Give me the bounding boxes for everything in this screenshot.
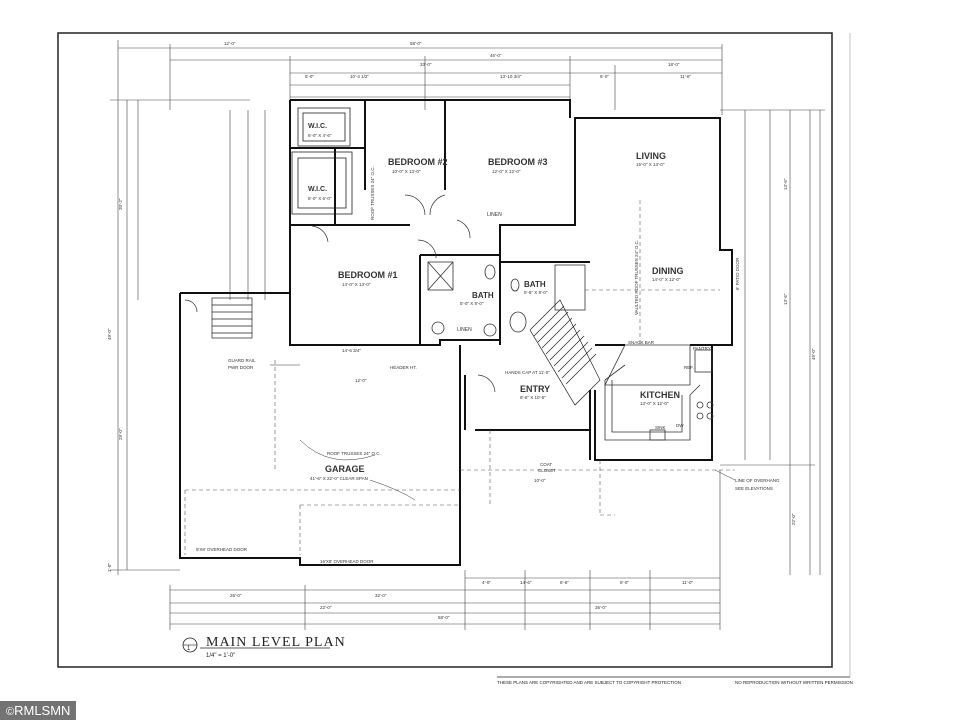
dim-mid-a: 14'-6 3/4" <box>342 348 361 353</box>
dim-left-c: 1'-0" <box>107 563 112 572</box>
door-cap-label: HANDS CAP AT 11'-0" <box>505 370 550 375</box>
snack-bar-label: SNACK BAR <box>628 340 655 345</box>
bottom-dimension-lines <box>169 470 721 630</box>
roof-trusses-bed: ROOF TRUSSES 24" O.C. <box>370 166 375 220</box>
walls <box>179 99 733 566</box>
bath2-label: BATH <box>524 280 546 289</box>
dim-top-overall: 58'-0" <box>410 41 422 46</box>
dim-bottom-d: 26'-0" <box>230 593 242 598</box>
dim-right-b: 13'-6" <box>783 293 788 305</box>
bedroom3-size: 12'-0" X 12'-0" <box>492 169 521 174</box>
dim-top-h: 6'-0" <box>305 74 314 79</box>
dim-bottom-e: 4'-0" <box>482 580 491 585</box>
plan-title: MAIN LEVEL PLAN <box>206 635 346 650</box>
closet-label: CLOSET <box>538 468 557 473</box>
copyright-symbol: © <box>6 706 15 718</box>
dim-right-a: 13'-6" <box>783 178 788 190</box>
dim-right-overall: 49'-0" <box>811 348 816 360</box>
bedroom2-label: BEDROOM #2 <box>388 157 448 167</box>
living-label: LIVING <box>636 151 667 161</box>
watermark-text: RMLSMN <box>14 703 71 718</box>
stair <box>211 297 601 406</box>
door-swings <box>184 194 496 393</box>
wic2-size: 6'-0" X 6'-0" <box>308 196 332 201</box>
bedroom3-label: BEDROOM #3 <box>488 157 548 167</box>
dim-bottom-a: 22'-0" <box>320 605 332 610</box>
dim-top-e: 6'-0" <box>600 74 609 79</box>
bedroom1-size: 14'-0" X 13'-0" <box>342 282 371 287</box>
garage-note: 41'-6" X 22'-0" CLEAR SPAN <box>310 476 368 481</box>
dining-label: DINING <box>652 266 684 276</box>
kitchen-fixtures <box>604 344 714 441</box>
dim-left-overall: 49'-0" <box>107 328 112 340</box>
bath-fixtures <box>427 261 586 337</box>
kitchen-label: KITCHEN <box>640 390 680 400</box>
entry-label: ENTRY <box>520 384 551 394</box>
dim-top-i: 11'-6" <box>680 74 692 79</box>
wic1-label: W.I.C. <box>308 123 328 130</box>
bath2-size: 5'-6" X 8'-0" <box>524 290 548 295</box>
left-dimension-lines <box>110 99 266 571</box>
dim-top-a: 12'-0" <box>224 41 236 46</box>
dim-left-a: 20'-2" <box>118 198 123 210</box>
pantry-label: PANTRY <box>693 346 711 351</box>
reproduction-notice: NO REPRODUCTION WITHOUT WRITTEN PERMISSI… <box>735 680 853 685</box>
copyright-notice: THESE PLANS ARE COPYRIGHTED AND ARE SUBJ… <box>497 680 681 685</box>
closet-outlines <box>291 107 353 215</box>
wic2-label: W.I.C. <box>308 186 328 193</box>
dim-top-c: 33'-0" <box>420 62 432 67</box>
header-ht-label: HEADER HT. <box>390 365 417 370</box>
leader-lines <box>270 364 736 501</box>
dim-bottom-overall: 58'-0" <box>438 615 450 620</box>
dining-size: 14'-0" X 12'-0" <box>652 277 681 282</box>
dim-bottom-f: 6'-6" <box>560 580 569 585</box>
entry-size: 8'-6" X 10'-5" <box>520 395 546 400</box>
dim-mid-c: 10'-0" <box>534 478 546 483</box>
dim-bottom-i: 14'-6" <box>520 580 532 585</box>
coat-label: COAT <box>540 462 553 467</box>
vaulted-trusses: VAULTED ROOF TRUSSES 24" O.C. <box>634 239 639 315</box>
sink-label: SINK <box>655 425 666 430</box>
overhang-label: LINE OF OVERHANG <box>735 478 780 483</box>
linen2-label: LINEN <box>457 327 472 333</box>
pwr-door-label: PWR DOOR <box>228 365 254 370</box>
dim-bottom-g: 11'-0" <box>682 580 694 585</box>
bath1-size: 5'-0" X 8'-0" <box>460 301 484 306</box>
dim-left-b: 29'-0" <box>118 428 123 440</box>
sheet-border <box>57 32 833 668</box>
dim-top-b: 46'-0" <box>490 53 502 58</box>
dim-top-g: 13'-10 3/4" <box>500 74 522 79</box>
dim-top-f: 10'-4 1/2" <box>350 74 369 79</box>
plan-scale: 1/4" = 1'-0" <box>206 653 236 659</box>
watermark: ©RMLSMN <box>0 701 77 720</box>
dim-bottom-h: 6'-0" <box>620 580 629 585</box>
dw-label: DW <box>676 423 684 428</box>
bedroom1-label: BEDROOM #1 <box>338 270 398 280</box>
kitchen-size: 13'-0" X 12'-0" <box>640 401 669 406</box>
sheet-number: 1 <box>187 646 191 652</box>
linen-label: LINEN <box>487 212 502 218</box>
bedroom2-size: 10'-0" X 13'-0" <box>392 169 421 174</box>
overhead-door-large: 16'X8' OVERHEAD DOOR <box>320 559 374 564</box>
dashed-lines <box>184 200 735 555</box>
overhead-door-small: 9'X8' OVERHEAD DOOR <box>196 547 247 552</box>
dim-mid-b: 12'-0" <box>355 378 367 383</box>
guard-rail-label: GUARD RAIL <box>228 358 256 363</box>
bath1-label: BATH <box>472 291 494 300</box>
dim-top-d: 18'-0" <box>668 62 680 67</box>
dim-bottom-b: 36'-0" <box>595 605 607 610</box>
roof-trusses-garage: ROOF TRUSSES 24" O.C. <box>327 451 381 456</box>
dim-right-c: 22'-0" <box>791 513 796 525</box>
dim-bottom-c: 32'-0" <box>375 593 387 598</box>
right-dimension-lines <box>720 109 825 575</box>
title-symbol <box>182 637 330 653</box>
garage-label: GARAGE <box>325 464 365 474</box>
wic1-size: 6'-0" X 4'-6" <box>308 133 332 138</box>
ref-label: REF. <box>684 365 694 370</box>
see-elevations-label: SEE ELEVATIONS <box>735 486 773 491</box>
patio-door-label: 6' PATIO DOOR <box>735 257 740 290</box>
living-size: 15'-0" X 13'-0" <box>636 162 665 167</box>
